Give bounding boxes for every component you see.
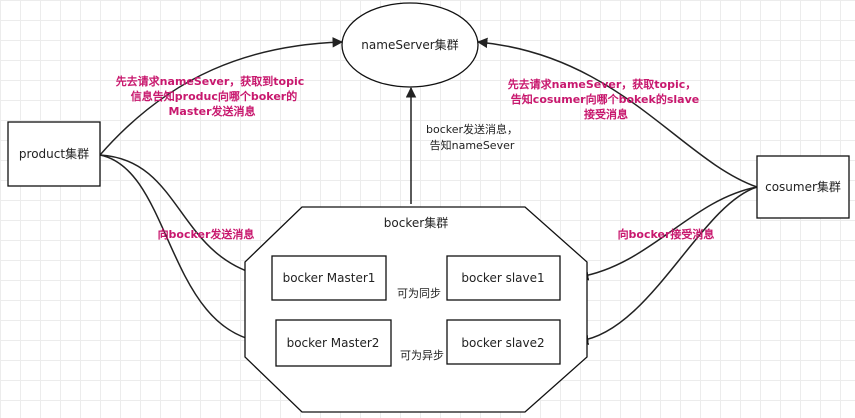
product-node [7, 121, 101, 187]
cosumer-receive-note: 向bocker接受消息 [618, 227, 715, 241]
product-request-note-line-3: Master发送消息 [168, 104, 255, 118]
slave2-node [446, 319, 561, 365]
async-label: 可为异步 [400, 349, 444, 362]
edge-cosumer-to-slave1 [577, 186, 758, 281]
product-request-note-line-2: 信息告知produc向哪个boker的 [131, 89, 297, 103]
slave2-label: bocker slave2 [461, 336, 544, 350]
slave1-label: bocker slave1 [461, 271, 544, 285]
cosumer-request-note-line-2: 告知cosumer向哪个bokek的slave [511, 92, 699, 106]
nameserver-label: nameServer集群 [361, 37, 458, 52]
edge-product-to-master2 [99, 154, 277, 349]
edge-cosumer-to-slave2 [577, 186, 758, 346]
edge-product-to-nameserver [99, 37, 344, 156]
master2-label: bocker Master2 [287, 336, 380, 350]
master1-node [271, 255, 387, 301]
product-label: product集群 [19, 146, 89, 161]
slave1-node [446, 255, 561, 301]
sync-label: 可为同步 [397, 287, 441, 300]
cosumer-label: cosumer集群 [765, 179, 841, 194]
cosumer-request-note-line-1: 先去请求nameSever，获取topic， [508, 77, 697, 91]
nameserver-node [341, 2, 479, 88]
cosumer-request-note-line-3: 接受消息 [584, 107, 628, 121]
master1-label: bocker Master1 [283, 271, 376, 285]
edge-cosumer-to-nameserver [476, 37, 758, 188]
bocker-cluster-label: bocker集群 [384, 215, 448, 230]
cosumer-node [756, 155, 850, 219]
master2-node [275, 319, 392, 367]
product-send-note: 向bocker发送消息 [158, 227, 255, 241]
bocker-notify-line-2: 告知nameSever [430, 138, 515, 152]
bocker-cluster-container [244, 206, 588, 413]
bocker-notify-line-1: bocker发送消息， [426, 122, 518, 136]
edge-product-to-master1 [99, 154, 274, 282]
product-request-note-line-1: 先去请求nameSever，获取到topic [116, 74, 305, 88]
